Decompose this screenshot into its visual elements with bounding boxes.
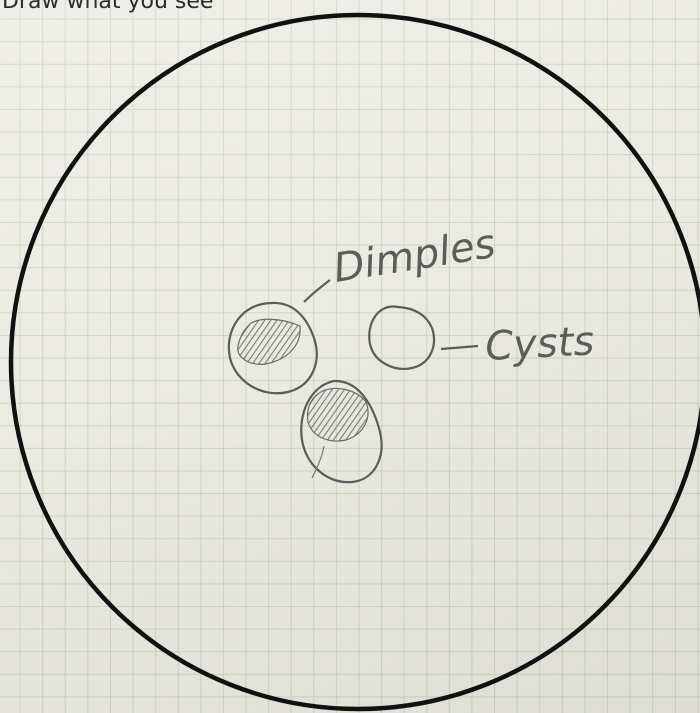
dimples-leader-line [304, 280, 330, 302]
cysts-label: Cysts [484, 318, 595, 370]
cysts-leader-line [441, 346, 478, 349]
dimples-label: Dimples [330, 221, 498, 292]
field-of-view-circle [11, 15, 700, 709]
cyst-bottom [301, 381, 381, 482]
dimple-shading [307, 388, 367, 441]
dimple-shading [238, 319, 300, 364]
cyst-right [369, 307, 434, 369]
cyst-left [229, 303, 317, 393]
